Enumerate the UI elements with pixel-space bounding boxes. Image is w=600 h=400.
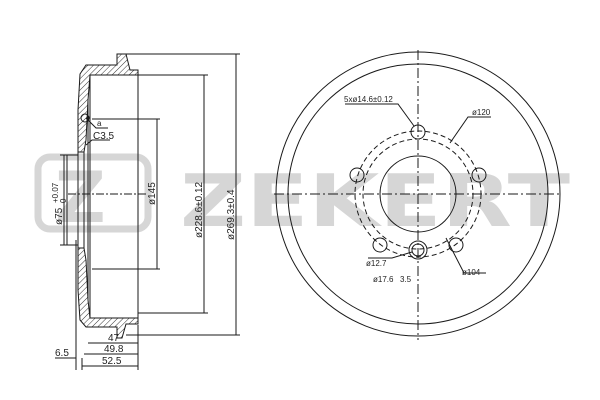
bolt-hole bbox=[349, 167, 365, 183]
depth-47-label: 47 bbox=[108, 333, 120, 344]
drum-inner-diameter-label: ø228.6±0.12 bbox=[194, 181, 205, 238]
bottom-wall-section bbox=[77, 247, 139, 339]
watermark-logo-letter: Z bbox=[55, 157, 106, 239]
counterbore-depth-label: 3.5 bbox=[400, 275, 412, 284]
bolt-hole bbox=[448, 237, 464, 253]
hub-diameter-label: ø145 bbox=[147, 182, 158, 205]
inner-bore-label: ø75 bbox=[54, 207, 65, 225]
detail-mark-a: a bbox=[97, 119, 102, 128]
bolt-hole bbox=[471, 167, 487, 183]
front-view bbox=[274, 50, 562, 340]
pcd-outer-label: ø120 bbox=[472, 108, 491, 117]
drum-outer-diameter-label: ø269.3±0.4 bbox=[226, 189, 237, 240]
depth-49-8-label: 49.8 bbox=[104, 344, 124, 355]
inner-bore-tol-upper: +0.07 bbox=[51, 182, 60, 203]
chamfer-label: C3.5 bbox=[93, 131, 115, 142]
bolt-holes-label: 5xø14.6±0.12 bbox=[344, 95, 393, 104]
side-section-view bbox=[55, 53, 240, 370]
pcd-inner-label: ø104 bbox=[462, 268, 481, 277]
watermark-brand-text: ZEKERT bbox=[180, 159, 570, 243]
counterbore-label: ø17.6 bbox=[373, 275, 394, 284]
small-hole-label: ø12.7 bbox=[366, 259, 387, 268]
depth-52-5-label: 52.5 bbox=[102, 356, 122, 367]
watermark: Z ZEKERT bbox=[34, 153, 570, 243]
watermark-logo-frame bbox=[34, 153, 152, 233]
flange-thickness-label: 6.5 bbox=[55, 348, 69, 359]
bolt-hole bbox=[372, 237, 388, 253]
counterbore-hole bbox=[408, 240, 428, 260]
inner-bore-tol-lower: 0 bbox=[59, 198, 68, 203]
